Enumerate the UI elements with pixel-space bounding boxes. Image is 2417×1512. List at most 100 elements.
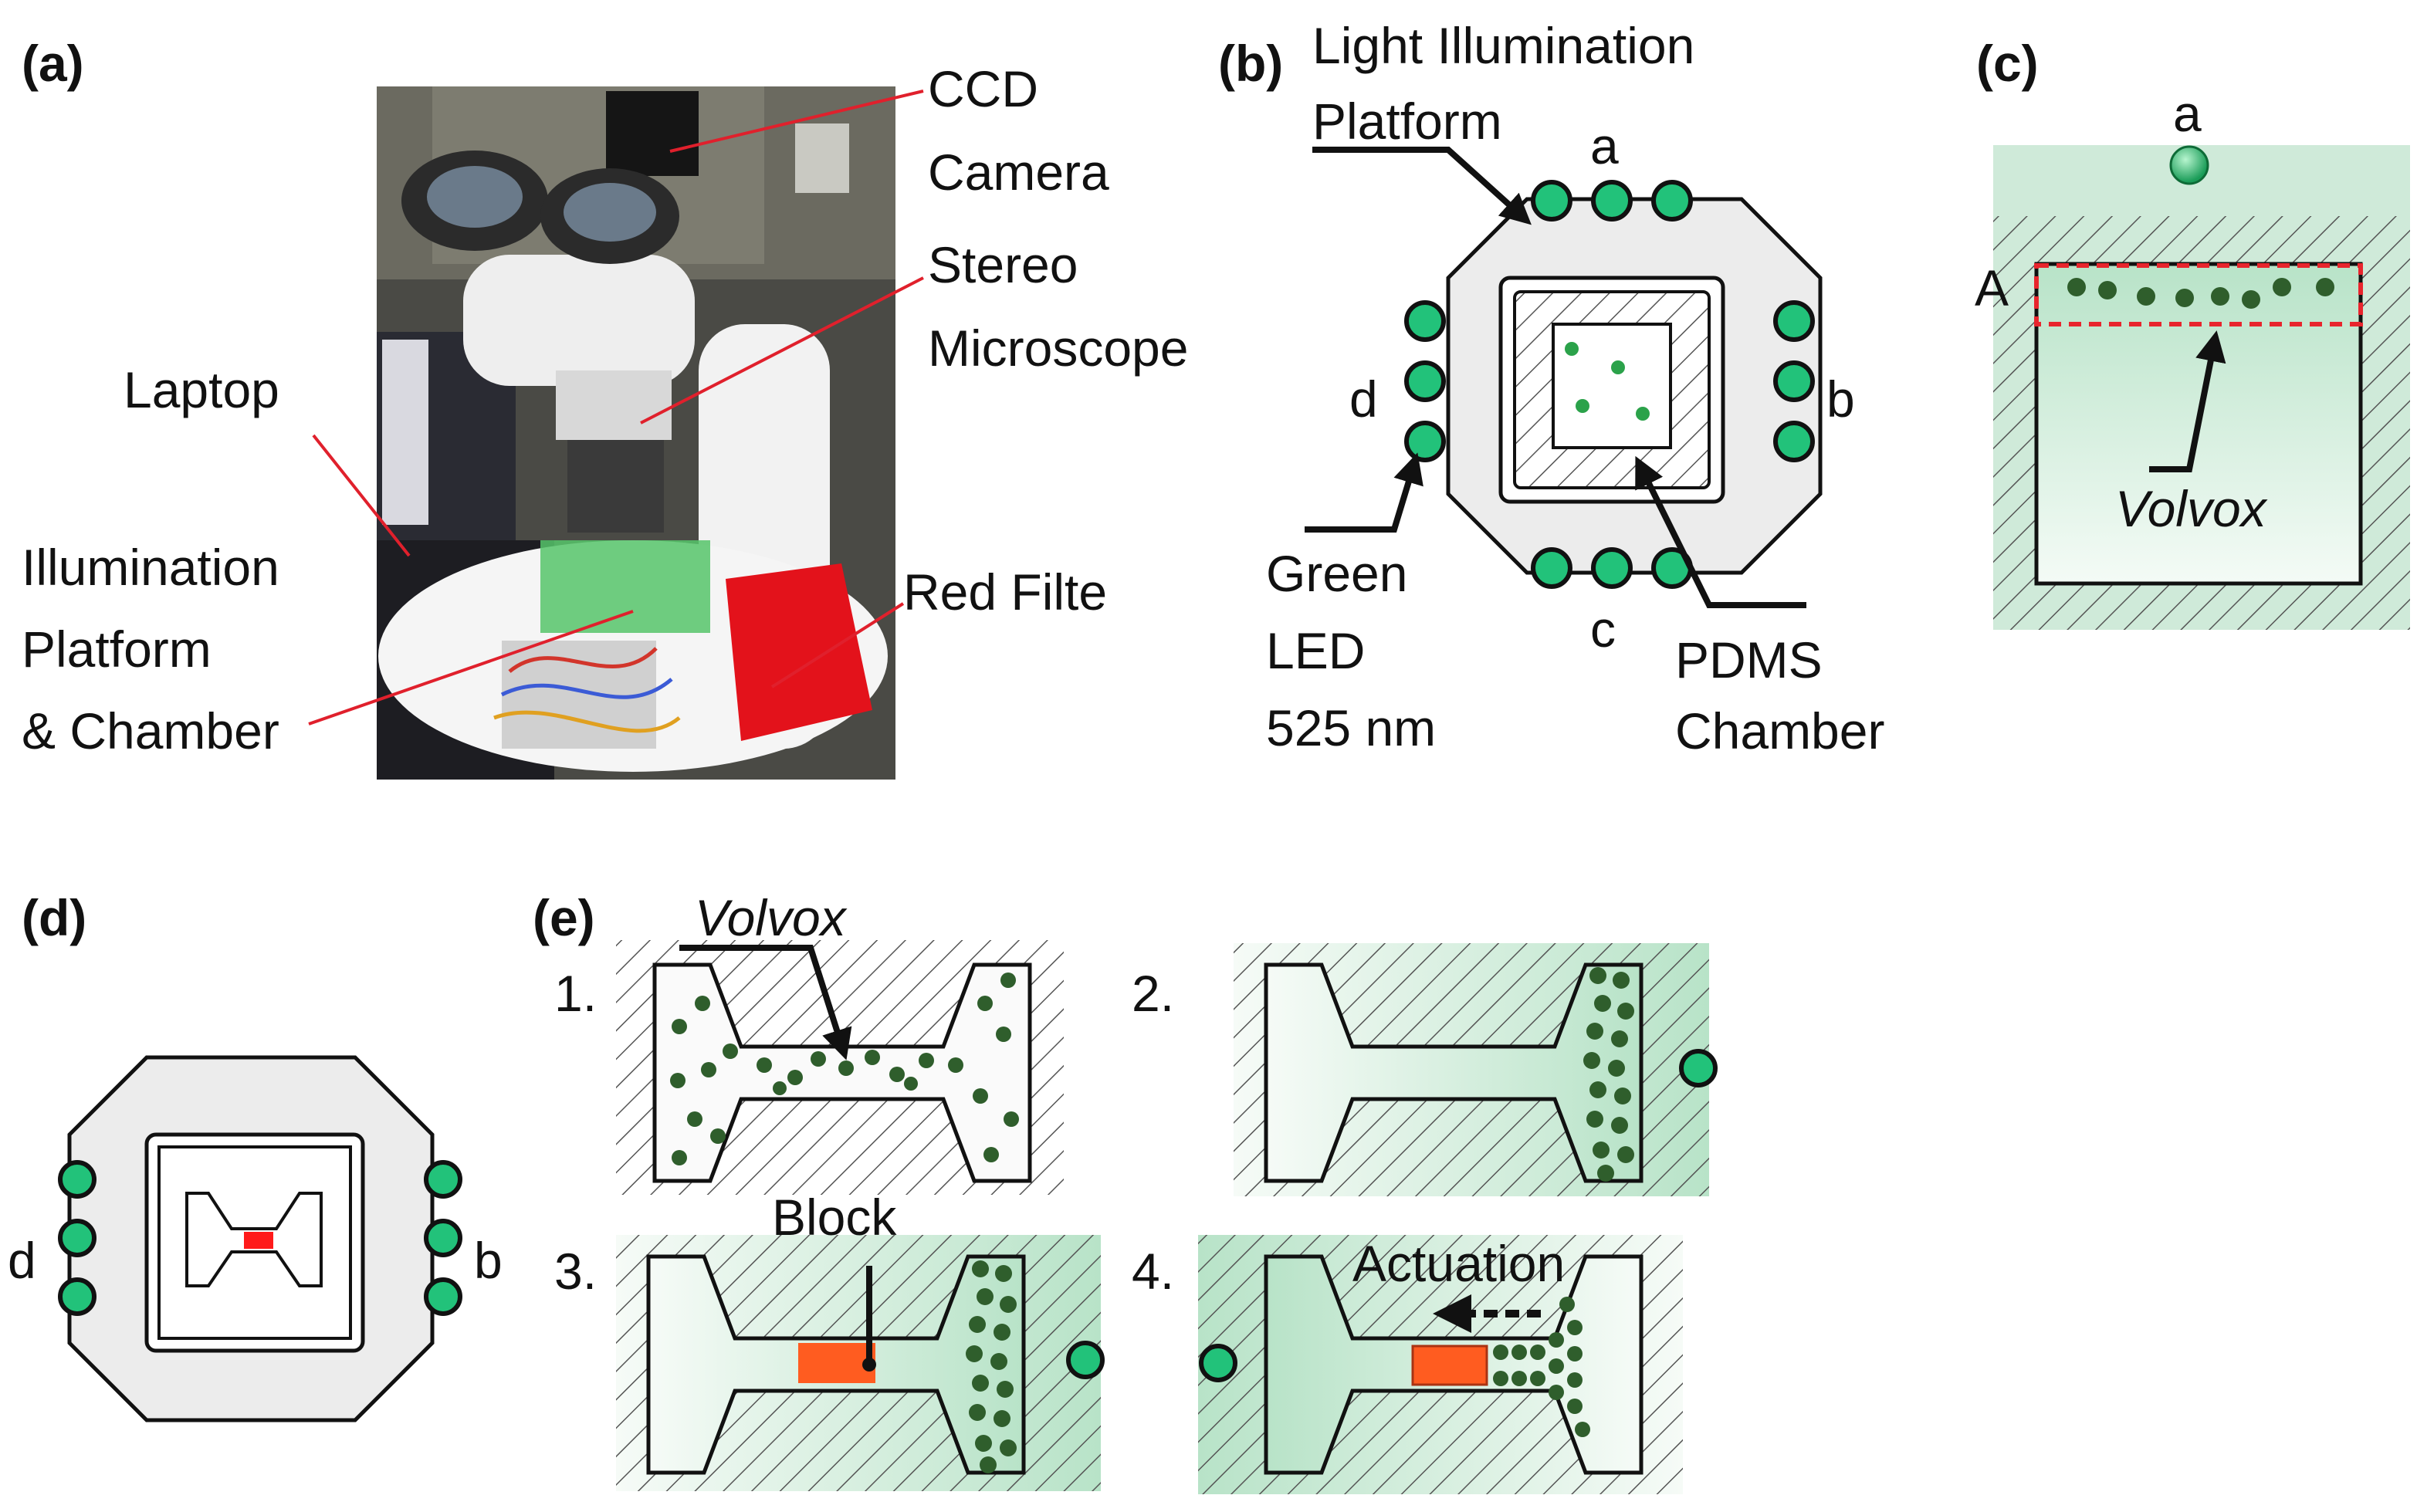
red-filter-label: Red Filte <box>903 563 1107 621</box>
ccd-callout-line <box>669 90 924 153</box>
led-label-2: LED <box>1266 622 1365 679</box>
green-led <box>424 1219 462 1257</box>
volvox-dot <box>2316 278 2334 296</box>
panel-c: (c) a A Volvox <box>1975 35 2410 630</box>
block-region <box>1411 1345 1488 1386</box>
side-label-d: d <box>1349 370 1378 428</box>
green-led <box>1773 300 1815 342</box>
green-led <box>1199 1344 1237 1382</box>
volvox-dot <box>2211 287 2229 306</box>
green-led <box>1404 360 1446 402</box>
illum-callout-line <box>308 610 634 726</box>
green-led <box>2169 145 2209 185</box>
side-label-d: d <box>8 1232 36 1289</box>
green-led <box>58 1160 96 1199</box>
green-led <box>1531 180 1572 222</box>
led-pointer <box>1305 452 1423 533</box>
wall-outlet <box>795 123 849 193</box>
green-led <box>1591 547 1633 589</box>
stereo-callout-line <box>640 276 924 425</box>
volvox-pointer <box>2149 330 2226 472</box>
chamber-label-1: PDMS <box>1675 631 1823 688</box>
step-1-diagram: Volvox <box>616 889 1064 1195</box>
illum-label-1: Illumination <box>22 539 279 596</box>
red-filter-callout-line <box>770 602 905 688</box>
block-pointer-dot <box>862 1358 876 1372</box>
volvox-dot <box>2242 290 2260 309</box>
volvox-dot <box>2067 278 2086 296</box>
step-label-4: 4. <box>1132 1243 1174 1300</box>
green-led <box>424 1160 462 1199</box>
panel-b-label: (b) <box>1218 35 1283 92</box>
volvox-dot <box>1565 342 1579 356</box>
step-label-3: 3. <box>554 1243 597 1300</box>
panel-b: (b) Light Illumination Platform a b c d <box>1218 17 1884 759</box>
stereo-label-2: Microscope <box>928 320 1188 377</box>
panel-e: (e) 1. 2. 3. 4. Volvox <box>533 889 1718 1494</box>
stereo-microscope-body <box>463 255 695 386</box>
green-led <box>1773 360 1815 402</box>
volvox-dot <box>2137 287 2155 306</box>
step-2-diagram <box>1234 943 1718 1196</box>
green-led <box>1679 1049 1718 1087</box>
region-a-box <box>2034 263 2363 326</box>
led-label-1: Green <box>1266 545 1407 602</box>
red-filter-sheet <box>726 563 872 741</box>
panel-c-label: (c) <box>1976 35 2039 92</box>
volvox-dot <box>2273 278 2291 296</box>
stereo-label-1: Stereo <box>928 236 1078 293</box>
green-led-board <box>540 540 710 633</box>
side-label-a: a <box>1590 117 1619 174</box>
volvox-label: Volvox <box>2115 480 2268 537</box>
volvox-dot <box>2098 281 2117 299</box>
side-label-b: b <box>1826 370 1855 428</box>
laptop-label: Laptop <box>124 361 279 418</box>
actuation-label: Actuation <box>1352 1235 1565 1292</box>
led-label-a: a <box>2173 85 2202 142</box>
ccd-label-1: CCD <box>928 60 1038 117</box>
green-led <box>58 1277 96 1316</box>
green-led <box>58 1219 96 1257</box>
green-led <box>1651 180 1693 222</box>
block-marker <box>244 1232 273 1249</box>
step-label-1: 1. <box>554 965 597 1022</box>
platform-pointer <box>1312 147 1532 225</box>
volvox-dot <box>1636 407 1650 421</box>
platform-title-2: Platform <box>1312 93 1502 150</box>
volvox-cluster <box>1583 967 1634 1182</box>
laptop-callout-line <box>312 434 411 557</box>
volvox-dot <box>1611 360 1625 374</box>
panel-d-label: (d) <box>22 889 86 946</box>
step-label-2: 2. <box>1132 965 1174 1022</box>
volvox-cluster <box>1493 1297 1590 1437</box>
green-led <box>1531 547 1572 589</box>
step-3-diagram: Block <box>616 1189 1105 1491</box>
illum-label-3: & Chamber <box>22 702 279 759</box>
objective-lens <box>567 440 664 533</box>
setup-photo <box>377 86 895 780</box>
green-led <box>1773 421 1815 462</box>
volvox-cluster <box>966 1260 1017 1473</box>
volvox-dot <box>2175 289 2194 307</box>
chamber-label-2: Chamber <box>1675 702 1884 759</box>
step-4-diagram: Actuation <box>1198 1235 1683 1494</box>
panel-a-label: (a) <box>22 35 84 92</box>
side-label-b: b <box>474 1232 503 1289</box>
panel-d: (d) d b <box>8 889 503 1422</box>
platform-title-1: Light Illumination <box>1312 17 1694 74</box>
ccd-camera <box>606 91 699 176</box>
green-led <box>1591 180 1633 222</box>
panel-e-label: (e) <box>533 889 595 946</box>
side-label-c: c <box>1590 600 1616 658</box>
green-led <box>424 1277 462 1316</box>
green-led <box>1404 300 1446 342</box>
led-label-3: 525 nm <box>1266 699 1436 756</box>
channel <box>1264 962 1643 1183</box>
region-label-a: A <box>1975 259 2009 316</box>
illum-label-2: Platform <box>22 621 212 678</box>
panel-a: (a) <box>22 35 1188 780</box>
green-led <box>1066 1341 1105 1379</box>
chamber-pointer <box>1635 455 1806 608</box>
volvox-dot <box>1576 399 1589 413</box>
